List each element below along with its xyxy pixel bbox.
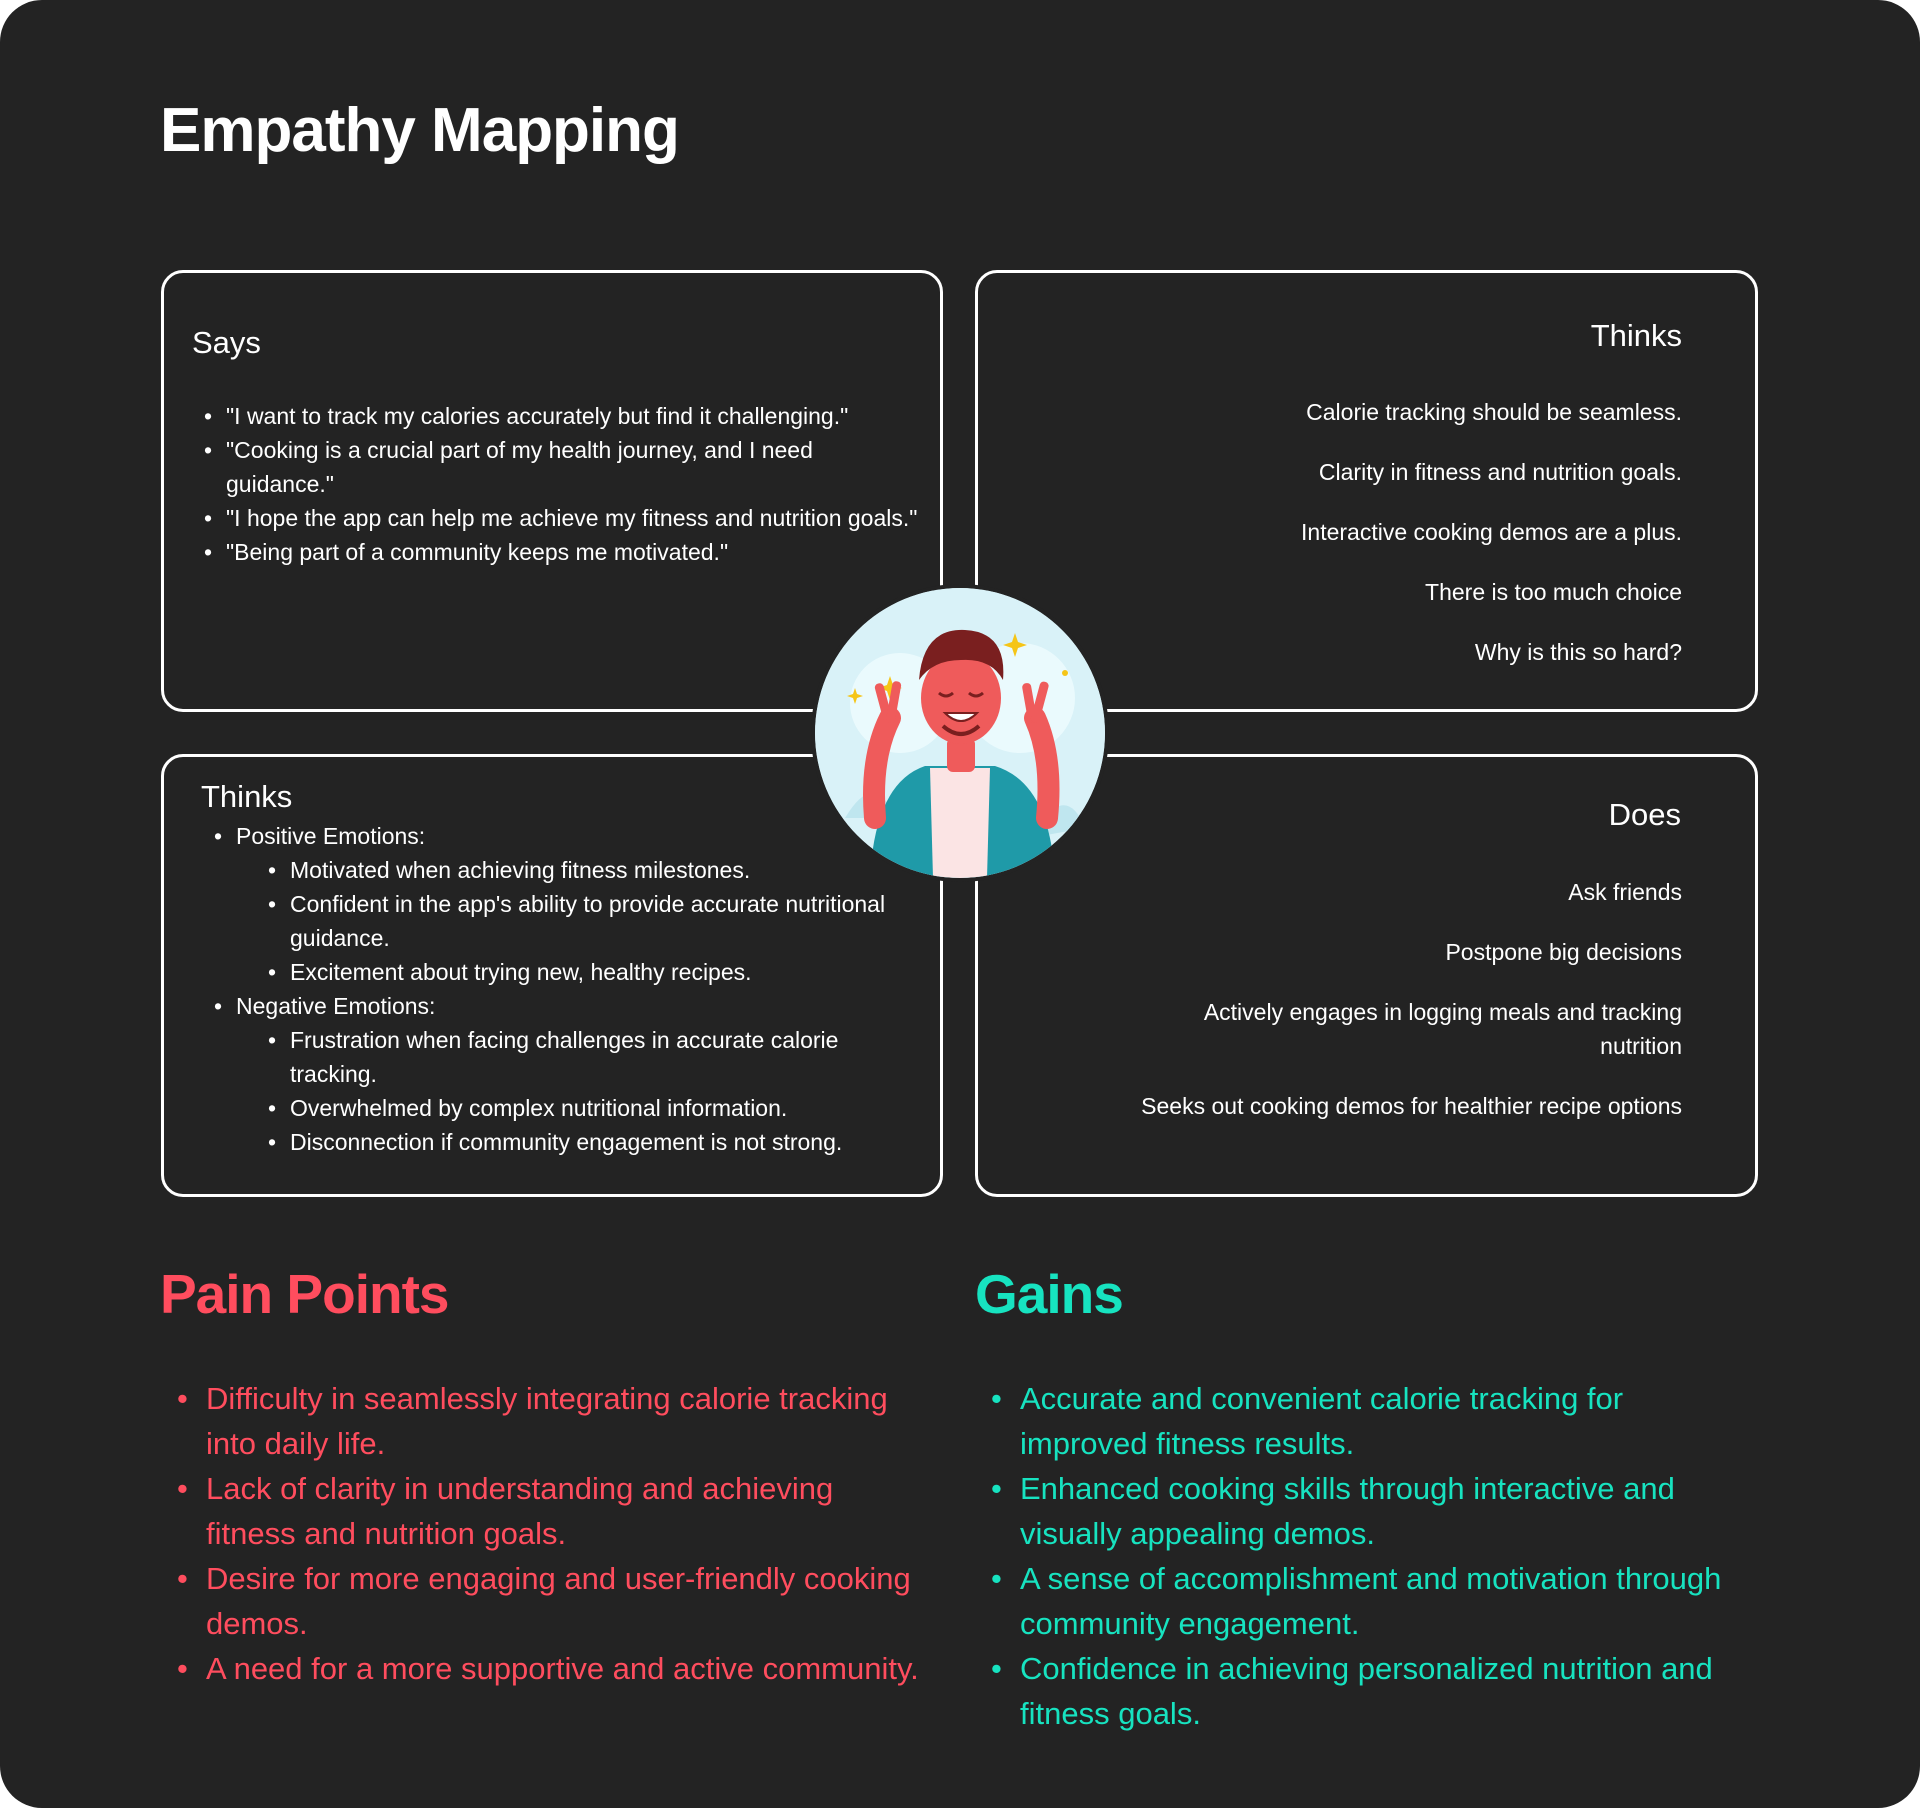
thinks-right-list: Calorie tracking should be seamless. Cla… bbox=[1122, 395, 1682, 695]
does-list: Ask friends Postpone big decisions Activ… bbox=[1122, 875, 1682, 1149]
thinks-right-item: Calorie tracking should be seamless. bbox=[1306, 399, 1682, 425]
pain-point-item: Difficulty in seamlessly integrating cal… bbox=[161, 1376, 921, 1466]
pain-points-title: Pain Points bbox=[160, 1263, 449, 1325]
does-item: Actively engages in logging meals and tr… bbox=[1203, 999, 1682, 1059]
pain-point-item: A need for a more supportive and active … bbox=[161, 1646, 921, 1691]
positive-emotions-group: Positive Emotions: Motivated when achiev… bbox=[214, 819, 914, 989]
thinks-left-title: Thinks bbox=[201, 779, 293, 814]
thinks-right-item: There is too much choice bbox=[1425, 579, 1682, 605]
does-item: Ask friends bbox=[1568, 879, 1682, 905]
gain-item: Enhanced cooking skills through interact… bbox=[975, 1466, 1755, 1556]
thinks-card-left: Thinks Positive Emotions: Motivated when… bbox=[161, 754, 943, 1197]
gains-list: Accurate and convenient calorie tracking… bbox=[975, 1376, 1755, 1736]
says-title: Says bbox=[192, 325, 261, 360]
says-list: "I want to track my calories accurately … bbox=[204, 399, 924, 569]
group-label: Negative Emotions: bbox=[236, 993, 436, 1019]
does-card: Does Ask friends Postpone big decisions … bbox=[975, 754, 1758, 1197]
says-item: "I hope the app can help me achieve my f… bbox=[204, 501, 924, 535]
persona-fingers-crossed-icon bbox=[815, 588, 1105, 878]
emotion-item: Overwhelmed by complex nutritional infor… bbox=[268, 1091, 914, 1125]
gain-item: Accurate and convenient calorie tracking… bbox=[975, 1376, 1755, 1466]
thinks-card-right: Thinks Calorie tracking should be seamle… bbox=[975, 270, 1758, 712]
thinks-right-item: Why is this so hard? bbox=[1474, 639, 1682, 665]
emotions-list: Positive Emotions: Motivated when achiev… bbox=[214, 819, 914, 1159]
emotion-item: Excitement about trying new, healthy rec… bbox=[268, 955, 914, 989]
positive-emotions-list: Motivated when achieving fitness milesto… bbox=[268, 853, 914, 989]
emotion-item: Confident in the app's ability to provid… bbox=[268, 887, 914, 955]
does-title: Does bbox=[1608, 797, 1681, 832]
persona-avatar bbox=[815, 588, 1105, 878]
says-card: Says "I want to track my calories accura… bbox=[161, 270, 943, 712]
does-item: Seeks out cooking demos for healthier re… bbox=[1141, 1093, 1682, 1119]
says-item: "Being part of a community keeps me moti… bbox=[204, 535, 924, 569]
thinks-right-item: Interactive cooking demos are a plus. bbox=[1301, 519, 1682, 545]
thinks-right-item: Clarity in fitness and nutrition goals. bbox=[1318, 459, 1682, 485]
page-title: Empathy Mapping bbox=[160, 96, 680, 165]
says-item: "I want to track my calories accurately … bbox=[204, 399, 924, 433]
pain-point-item: Lack of clarity in understanding and ach… bbox=[161, 1466, 921, 1556]
negative-emotions-list: Frustration when facing challenges in ac… bbox=[268, 1023, 914, 1159]
emotion-item: Motivated when achieving fitness milesto… bbox=[268, 853, 914, 887]
pain-point-item: Desire for more engaging and user-friend… bbox=[161, 1556, 921, 1646]
gain-item: A sense of accomplishment and motivation… bbox=[975, 1556, 1755, 1646]
thinks-right-title: Thinks bbox=[1590, 318, 1682, 353]
pain-points-list: Difficulty in seamlessly integrating cal… bbox=[161, 1376, 921, 1691]
gains-title: Gains bbox=[975, 1263, 1124, 1325]
gain-item: Confidence in achieving personalized nut… bbox=[975, 1646, 1755, 1736]
emotion-item: Frustration when facing challenges in ac… bbox=[268, 1023, 914, 1091]
says-item: "Cooking is a crucial part of my health … bbox=[204, 433, 924, 501]
emotion-item: Disconnection if community engagement is… bbox=[268, 1125, 914, 1159]
negative-emotions-group: Negative Emotions: Frustration when faci… bbox=[214, 989, 914, 1159]
group-label: Positive Emotions: bbox=[236, 823, 426, 849]
does-item: Postpone big decisions bbox=[1445, 939, 1682, 965]
